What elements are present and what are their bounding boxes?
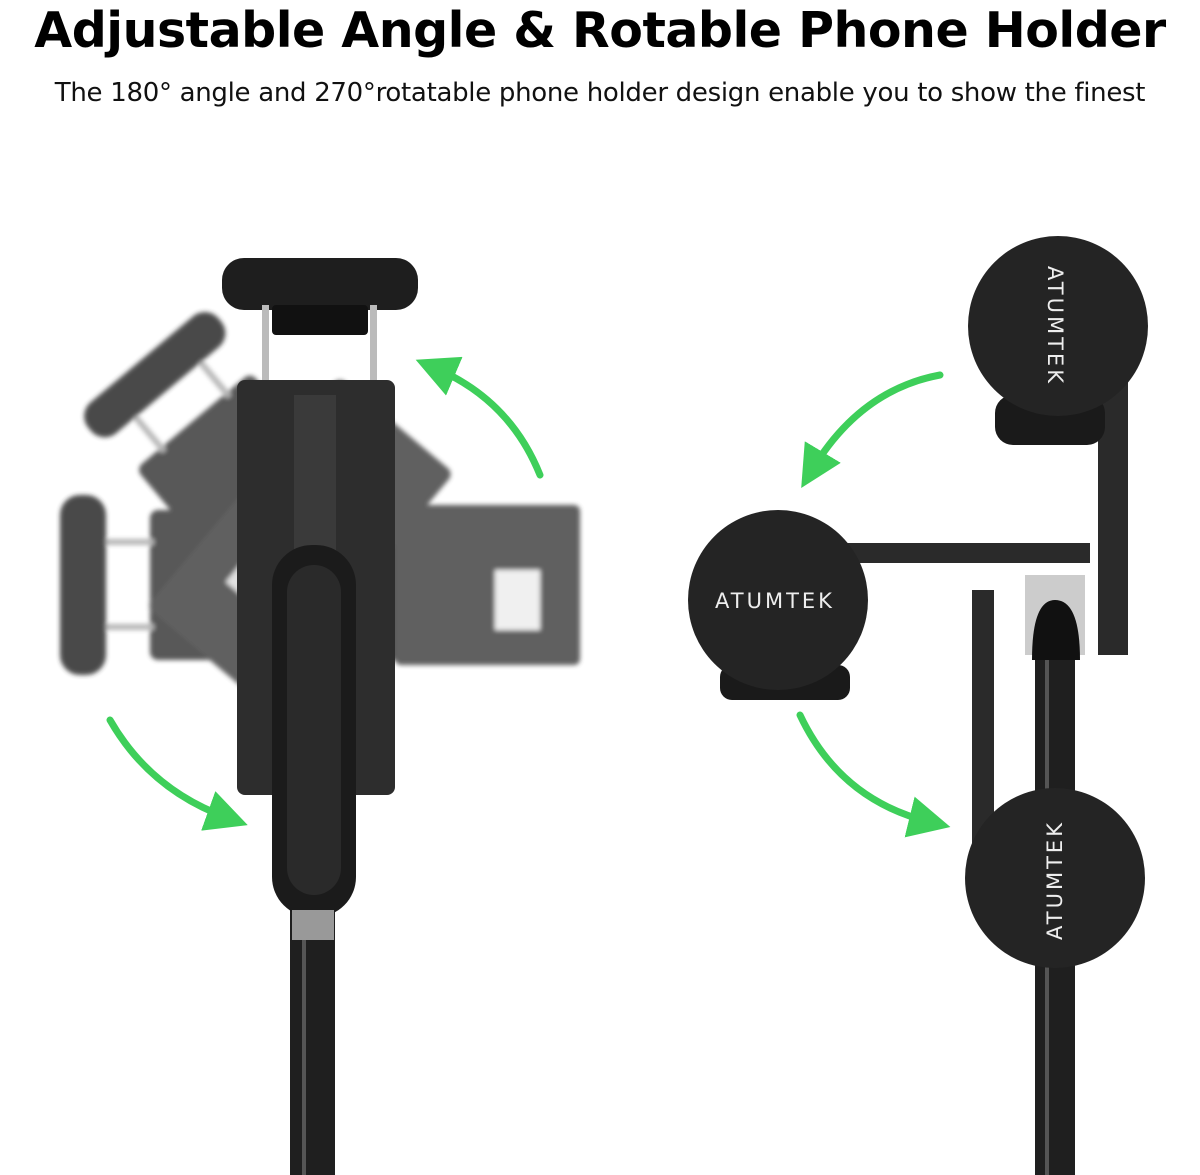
brand-logo: ATUMTEK	[1043, 820, 1067, 940]
page-title: Adjustable Angle & Rotable Phone Holder	[34, 2, 1166, 59]
rotate-arrow-icon	[796, 711, 951, 838]
rotate-arrow-icon	[106, 716, 248, 831]
rotate-arrow-icon	[801, 371, 944, 489]
rotate-arrow-icon	[415, 356, 544, 479]
phone-holder-rotating: ATUMTEK ATUMTEK ATUMTEK	[688, 236, 1148, 1175]
page-subtitle: The 180° angle and 270°rotatable phone h…	[54, 78, 1146, 108]
brand-logo: ATUMTEK	[715, 589, 835, 613]
brand-logo: ATUMTEK	[1043, 266, 1067, 386]
phone-holder-vertical	[222, 258, 418, 1175]
